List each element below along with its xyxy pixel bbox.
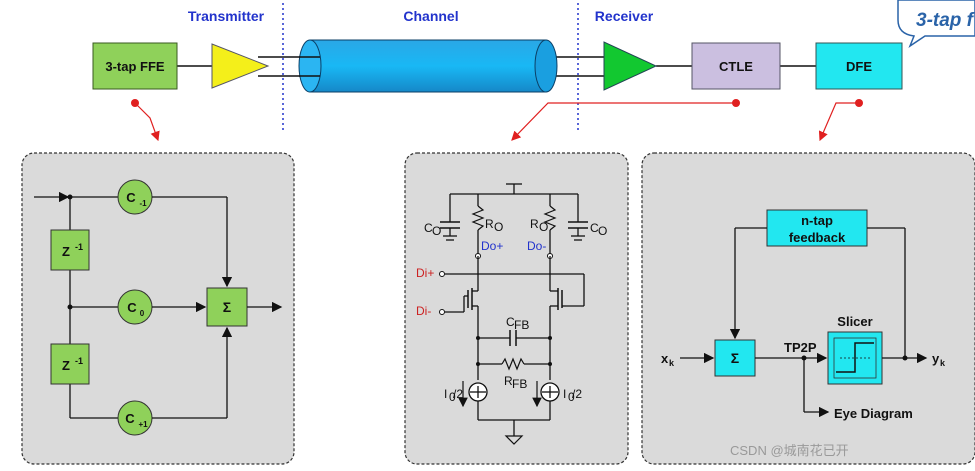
svg-text:FB: FB [512,377,527,391]
svg-text:-1: -1 [139,199,147,208]
svg-text:Di+: Di+ [416,266,434,280]
svg-text:C: C [424,221,433,235]
zoom-pointers [131,99,863,142]
svg-text:Di-: Di- [416,304,431,318]
ffe-block[interactable]: 3-tap FFE [92,42,178,90]
dfe-sum-block: Σ [714,339,756,377]
coef-c-plus1: C +1 [117,400,153,436]
svg-text:Do+: Do+ [481,239,503,253]
svg-text:O: O [432,224,441,238]
svg-text:C: C [590,221,599,235]
svg-text:/2: /2 [453,387,463,401]
nt-feedback-block: n-tap feedback [766,209,868,247]
svg-text:R: R [530,217,539,231]
dfe-detail-panel: n-tap feedback x k Σ TP2P Slicer [641,152,975,465]
ffe-sum-block: Σ [206,287,248,327]
svg-text:Eye Diagram: Eye Diagram [834,406,913,421]
svg-text:Do-: Do- [527,239,546,253]
svg-text:Σ: Σ [223,299,231,315]
svg-text:k: k [669,358,675,368]
section-channel: Channel [403,8,458,24]
svg-text:O: O [494,220,503,234]
svg-text:Slicer: Slicer [837,314,872,329]
ctle-label: CTLE [719,59,753,74]
svg-text:x: x [661,351,669,366]
svg-text:0: 0 [568,390,575,404]
ffe-detail-panel: Z -1 Z -1 C -1 C 0 C +1 [21,152,295,465]
rx-amp [603,41,658,91]
section-receiver: Receiver [595,8,654,24]
svg-text:0: 0 [449,390,456,404]
section-transmitter: Transmitter [188,8,265,24]
svg-text:O: O [598,224,607,238]
svg-text:feedback: feedback [789,230,846,245]
ffe-label: 3-tap FFE [105,59,165,74]
svg-text:-1: -1 [75,356,83,366]
channel-cable [298,39,558,93]
svg-text:R: R [485,217,494,231]
dfe-label: DFE [846,59,872,74]
svg-text:C: C [506,315,515,329]
svg-text:TP2P: TP2P [784,340,817,355]
svg-text:Σ: Σ [731,350,739,366]
svg-text:FB: FB [514,318,529,332]
tx-driver [211,43,270,89]
svg-text:n-tap: n-tap [801,213,833,228]
svg-text:+1: +1 [138,420,148,429]
svg-text:y: y [932,351,940,366]
svg-text:O: O [539,220,548,234]
svg-text:I: I [563,387,566,401]
svg-text:C: C [127,300,137,315]
svg-text:C: C [126,190,136,205]
svg-text:Z: Z [62,358,70,373]
dfe-block[interactable]: DFE [815,42,903,90]
svg-text:I: I [444,387,447,401]
slicer-block [827,331,883,385]
coef-c-minus1: C -1 [117,179,153,215]
svg-text:R: R [504,374,513,388]
svg-text:k: k [940,358,946,368]
coef-c0: C 0 [117,289,153,325]
delay-block-1: Z -1 [50,229,90,271]
callout-text: 3-tap f [916,10,975,31]
callout-bubble: 3-tap f [897,0,975,48]
svg-text:-1: -1 [75,242,83,252]
svg-text:Z: Z [62,244,70,259]
ctle-block[interactable]: CTLE [691,42,781,90]
delay-block-2: Z -1 [50,343,90,385]
svg-text:0: 0 [140,309,145,318]
svg-text:C: C [125,411,135,426]
svg-text:/2: /2 [572,387,582,401]
ctle-detail-panel: C O C O R O Do+ R O Do- Di+ Di- [404,152,629,465]
watermark: CSDN @城南花已开 [730,443,849,458]
